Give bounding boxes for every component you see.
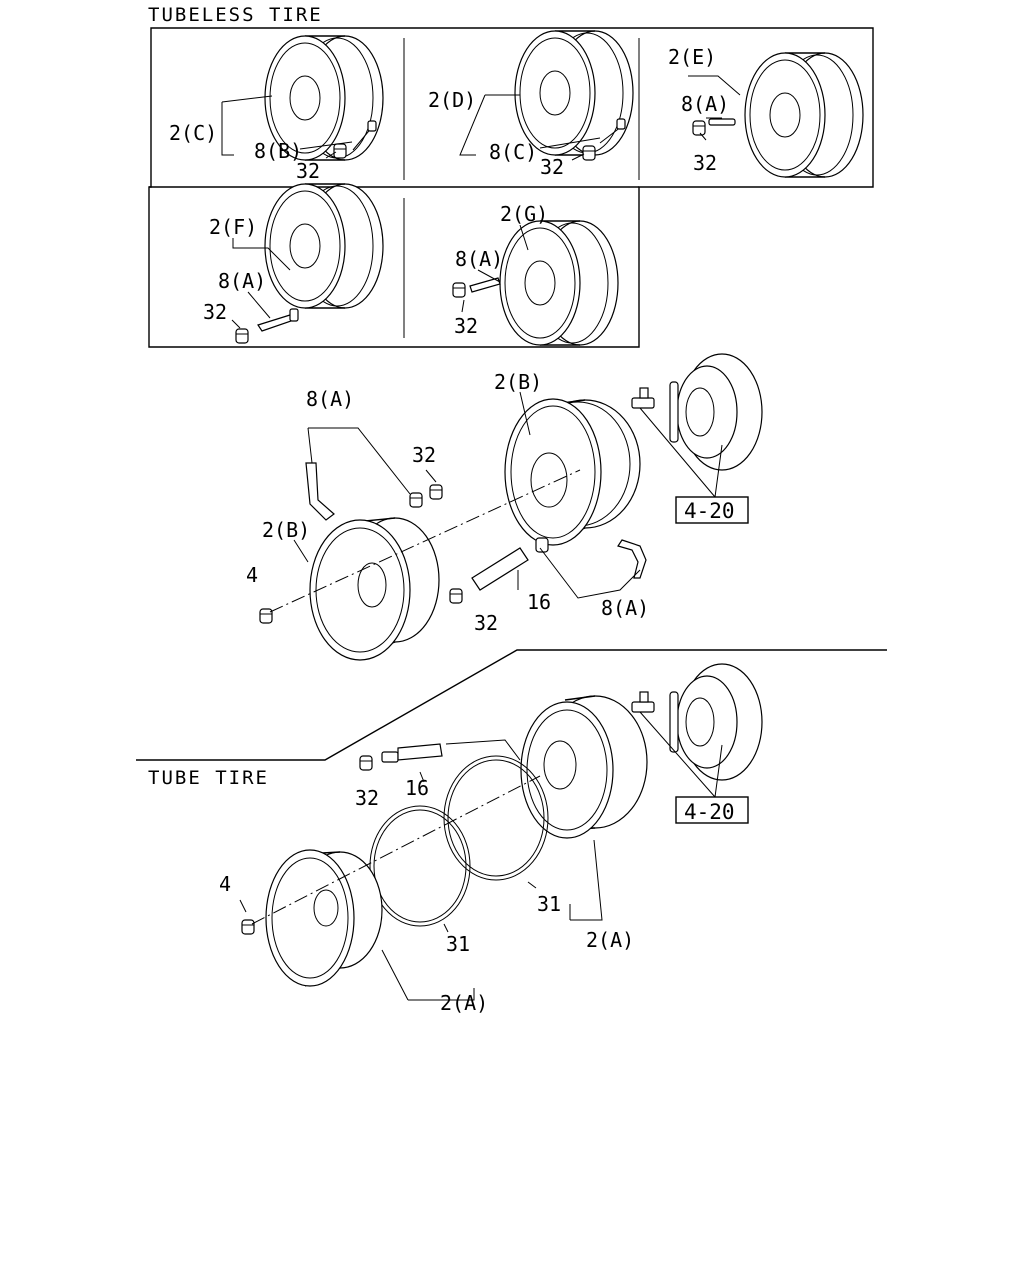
wheel-2g: [499, 220, 619, 346]
valve-cap: [692, 120, 706, 136]
hub-bolt: [631, 691, 655, 713]
label-8a: 8(A): [218, 269, 266, 293]
ref-box: [675, 796, 749, 824]
valve-cap: [582, 145, 596, 161]
label-2b: 2(B): [262, 518, 310, 542]
extension-16: [471, 537, 549, 591]
wheel-nut: [241, 919, 255, 935]
label-31: 31: [446, 932, 470, 956]
hub-bolt: [631, 387, 655, 409]
wheel-nut: [259, 608, 273, 624]
label-32: 32: [454, 314, 478, 338]
wheel-hub: [669, 353, 763, 471]
ref-4-20: 4-20: [684, 499, 735, 523]
valve-cap: [359, 755, 373, 771]
centerline: [269, 469, 581, 613]
valve-cap: [409, 492, 423, 508]
label-8a: 8(A): [455, 247, 503, 271]
extension-16: [381, 743, 443, 763]
tubeless-box: [148, 27, 874, 348]
label-32: 32: [474, 611, 498, 635]
label-32: 32: [412, 443, 436, 467]
valve-stem: [708, 118, 736, 126]
label-32: 32: [296, 159, 320, 183]
centerline: [251, 775, 541, 925]
label-2d: 2(D): [428, 88, 476, 112]
label-2g: 2(G): [500, 202, 548, 226]
label-2a: 2(A): [586, 928, 634, 952]
label-2a: 2(A): [440, 991, 488, 1015]
label-8b: 8(B): [254, 139, 302, 163]
label-8a: 8(A): [306, 387, 354, 411]
label-32: 32: [540, 155, 564, 179]
section-title-tubeless: TUBELESS TIRE: [148, 4, 323, 26]
label-16: 16: [405, 776, 429, 800]
valve-cap: [235, 328, 249, 344]
label-31: 31: [537, 892, 561, 916]
label-8c: 8(C): [489, 140, 537, 164]
valve-cap: [452, 282, 466, 298]
valve-stem: [469, 277, 501, 293]
label-32: 32: [693, 151, 717, 175]
section-title-tube: TUBE TIRE: [148, 767, 269, 789]
valve-stem-bent: [305, 462, 335, 521]
wheel-2a-outer: [265, 849, 383, 987]
label-8a: 8(A): [601, 596, 649, 620]
label-32: 32: [355, 786, 379, 810]
valve-stem: [257, 314, 296, 332]
label-8a: 8(A): [681, 92, 729, 116]
ref-box: [675, 496, 749, 524]
wheel-2b-inner: [504, 398, 641, 546]
wheel-2a-inner: [520, 695, 648, 839]
label-2b: 2(B): [494, 370, 542, 394]
label-2e: 2(E): [668, 45, 716, 69]
wheel-2d: [514, 30, 634, 156]
valve-cap: [449, 588, 463, 604]
label-16: 16: [527, 590, 551, 614]
label-4: 4: [219, 872, 231, 896]
section-divider: [136, 649, 887, 761]
wheel-hub: [669, 663, 763, 781]
label-2c: 2(C): [169, 121, 217, 145]
valve-stem: [617, 539, 647, 579]
valve-cap: [333, 143, 347, 159]
label-32: 32: [203, 300, 227, 324]
label-2f: 2(F): [209, 215, 257, 239]
wheel-2c: [264, 35, 384, 161]
label-4: 4: [246, 563, 258, 587]
wheel-2e: [744, 52, 864, 178]
wheel-2b-outer: [309, 517, 440, 661]
wheel-2f: [264, 183, 384, 309]
valve-cap: [429, 484, 443, 500]
rim-ring-31: [369, 805, 471, 927]
ref-4-20: 4-20: [684, 800, 735, 824]
